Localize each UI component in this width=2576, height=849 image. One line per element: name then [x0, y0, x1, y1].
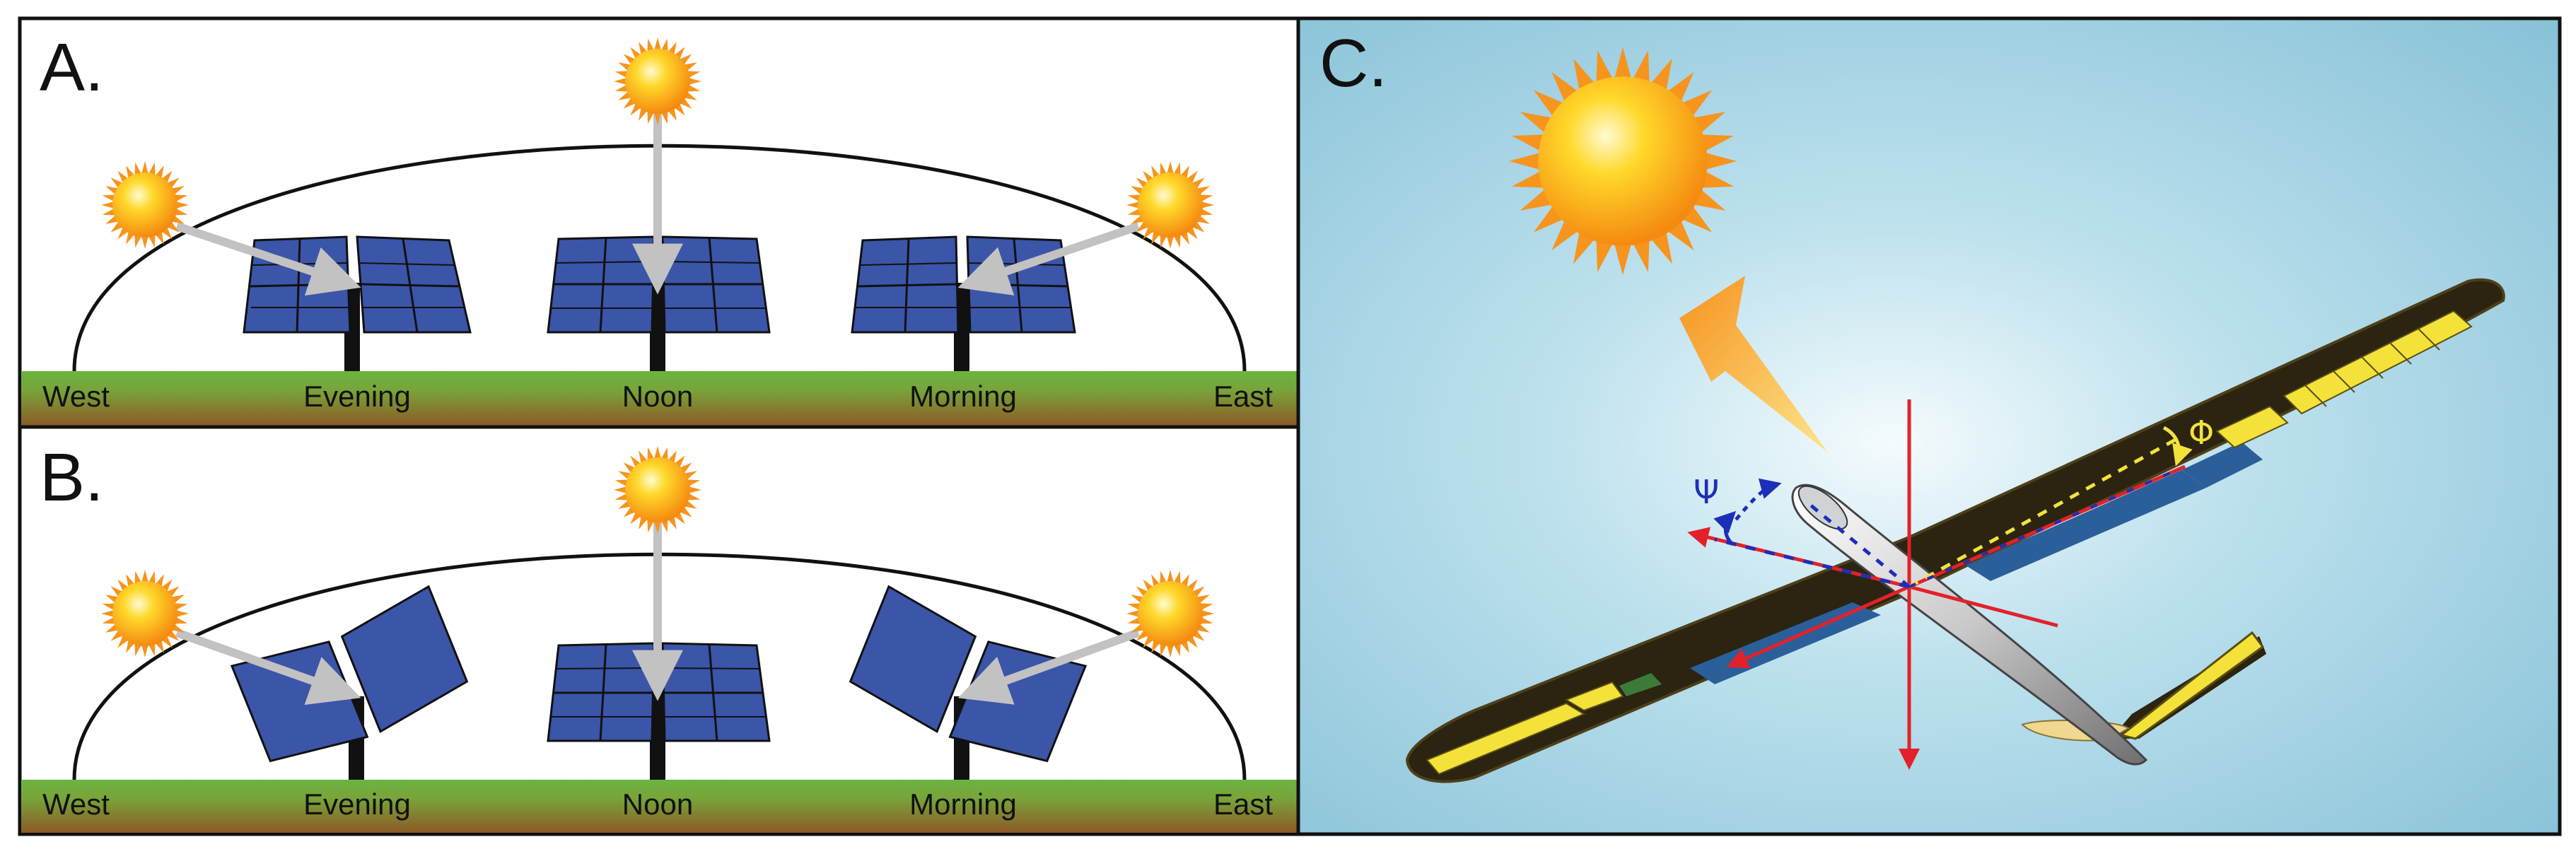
arrow-icon — [957, 628, 1141, 705]
panel-b: B. — [18, 425, 1300, 836]
sun-icon — [101, 570, 189, 657]
arrow-icon — [175, 222, 361, 296]
panel-a: A. — [18, 16, 1300, 429]
arrow-icon — [957, 222, 1140, 295]
phi-label: Φ — [2189, 414, 2214, 452]
panel-c-letter: C. — [1319, 25, 1387, 101]
sun-rays-b — [175, 520, 1141, 705]
sun-disc — [112, 172, 177, 238]
wing-axis-line — [1908, 464, 2186, 589]
heading-dash — [1805, 500, 1911, 588]
label-evening: Evening — [303, 787, 411, 821]
label-west: West — [42, 380, 110, 413]
panel-c: C. — [1296, 16, 2562, 836]
roll-angle-arc — [2162, 426, 2193, 467]
sun-disc — [1138, 172, 1203, 238]
label-east: East — [1213, 380, 1273, 413]
label-morning: Morning — [909, 380, 1017, 413]
wing-axis-dash-yellow — [1908, 436, 2179, 589]
yaw-angle-arc — [1735, 478, 1782, 521]
sun-icon — [1508, 47, 1737, 276]
sun-icon — [1126, 161, 1214, 249]
ground-strip — [21, 371, 1297, 426]
sun-disc — [1538, 76, 1708, 246]
label-morning: Morning — [909, 787, 1017, 821]
label-noon: Noon — [622, 380, 693, 413]
sun-icon — [101, 161, 189, 249]
glider-icon — [1405, 278, 2505, 783]
tracker-noon — [547, 642, 771, 780]
yaw-rotation-arrow — [1713, 510, 1737, 546]
incoming-sunlight-arrow — [1679, 276, 1828, 452]
label-evening: Evening — [303, 380, 411, 413]
sun-icon — [614, 446, 701, 534]
sun-disc — [112, 581, 177, 646]
label-noon: Noon — [622, 787, 693, 821]
label-west: West — [42, 787, 110, 821]
panel-a-letter: A. — [40, 30, 104, 105]
lateral-axis-line — [1908, 585, 2058, 628]
sun-icon — [1126, 570, 1214, 657]
psi-label: Ψ — [1694, 473, 1719, 511]
label-east: East — [1213, 787, 1273, 821]
ground-strip — [21, 780, 1297, 833]
panel-b-letter: B. — [40, 440, 104, 515]
sun-disc — [625, 49, 690, 114]
sun-rays-a — [175, 113, 1140, 296]
arrow-icon — [175, 628, 361, 705]
tracker-noon — [547, 235, 771, 371]
lateral-arrow — [1726, 585, 1911, 669]
sun-icon — [614, 37, 701, 125]
sun-disc — [1138, 581, 1203, 646]
sun-disc — [625, 457, 690, 522]
forward-arrow-dash — [1714, 537, 1910, 589]
